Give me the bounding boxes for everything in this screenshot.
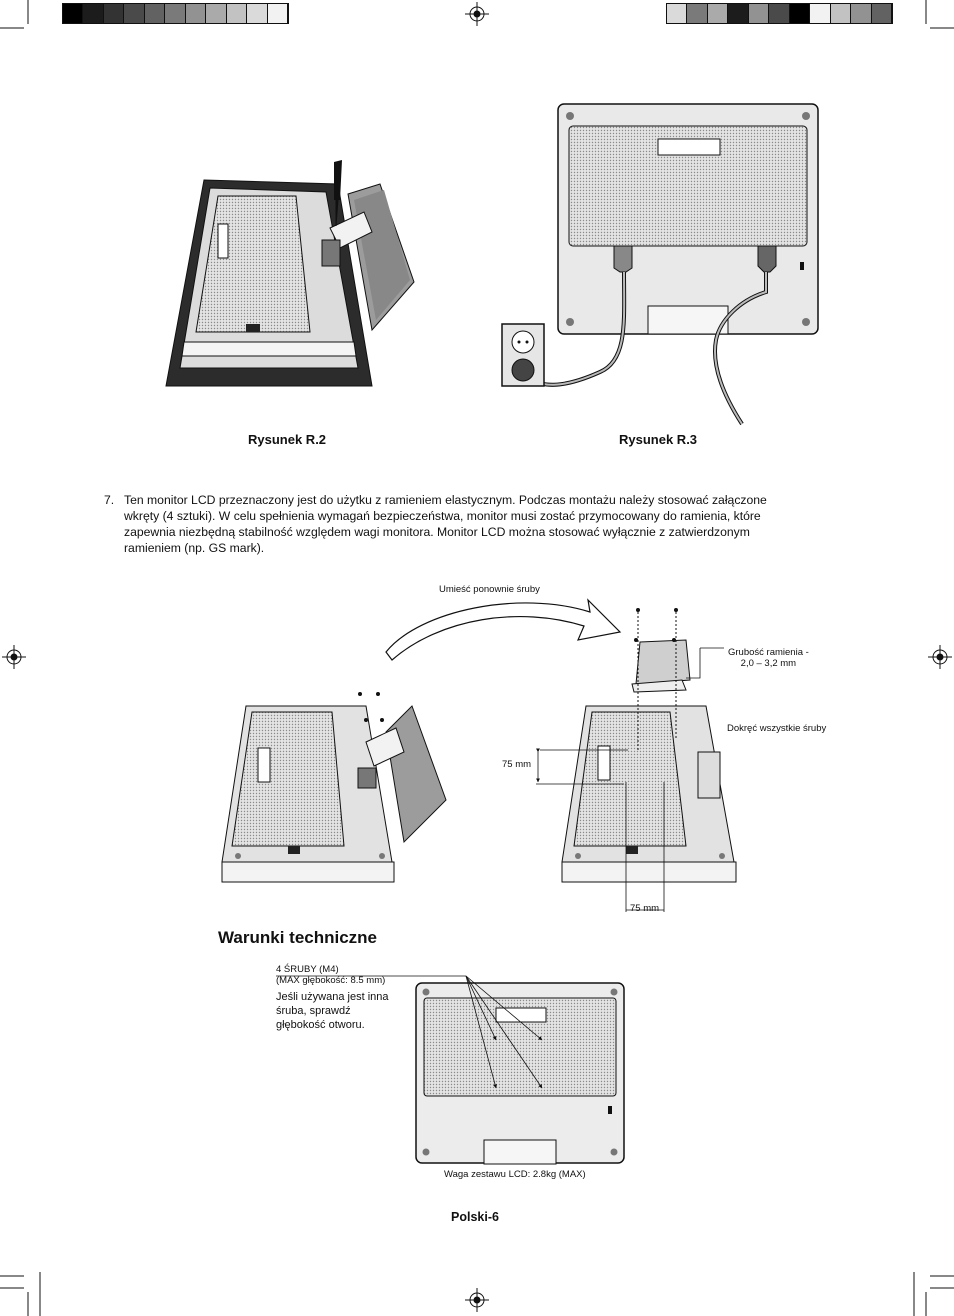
- calibration-swatch: [206, 4, 227, 23]
- screws-spec-label: 4 ŚRUBY (M4) (MAX głębokość: 8.5 mm): [276, 964, 385, 986]
- arm-thickness-line-2: 2,0 – 3,2 mm: [740, 658, 797, 669]
- calibration-swatch: [185, 4, 207, 23]
- figure-r3-illustration: [501, 103, 819, 426]
- calibration-swatch: [830, 4, 852, 23]
- screws-line-1: 4 ŚRUBY (M4): [276, 964, 339, 975]
- step-7-text: Ten monitor LCD przeznaczony jest do uży…: [124, 492, 844, 556]
- step-7-number: 7.: [104, 493, 115, 507]
- arm-thickness-label: Grubość ramienia - 2,0 – 3,2 mm: [728, 647, 809, 669]
- figure-r2-caption: Rysunek R.2: [248, 432, 327, 447]
- arm-thickness-line-1: Grubość ramienia -: [728, 647, 809, 658]
- step-7-line: Ten monitor LCD przeznaczony jest do uży…: [124, 493, 767, 507]
- vesa-spec-illustration: [276, 975, 625, 1165]
- registration-target-bottom: [465, 1288, 489, 1312]
- calibration-swatch: [871, 4, 892, 23]
- screw-note-line: Jeśli używana jest inna: [276, 991, 389, 1003]
- specs-heading: Warunki techniczne: [218, 928, 378, 947]
- calibration-swatch: [789, 4, 811, 23]
- calibration-swatch: [769, 4, 790, 23]
- step-7-line: ramieniem (np. GS mark).: [124, 541, 265, 555]
- calibration-swatch: [63, 4, 84, 23]
- calibration-swatch: [103, 4, 125, 23]
- page-number: Polski-6: [451, 1210, 499, 1224]
- figure-r3-caption: Rysunek R.3: [619, 432, 698, 447]
- calibration-swatch: [728, 4, 749, 23]
- calibration-swatch: [667, 4, 688, 23]
- calibration-swatch: [144, 4, 166, 23]
- calibration-swatch: [226, 4, 248, 23]
- figure-r2-illustration: [165, 160, 415, 387]
- calibration-swatch: [748, 4, 770, 23]
- registration-target-right: [928, 645, 952, 669]
- calibration-swatch: [247, 4, 268, 23]
- dimension-vertical-label: 75 mm: [502, 759, 532, 770]
- screw-note-line: śruba, sprawdź: [276, 1005, 351, 1017]
- step-7-line: wkręty (4 sztuki). W celu spełnienia wym…: [124, 509, 761, 523]
- arm-mount-illustration: [221, 598, 737, 912]
- calibration-bar-right: [666, 3, 893, 24]
- registration-target-left: [2, 645, 26, 669]
- calibration-swatch: [124, 4, 145, 23]
- calibration-bar-left: [62, 3, 289, 24]
- weight-label: Waga zestawu LCD: 2.8kg (MAX): [444, 1169, 586, 1180]
- calibration-swatch: [810, 4, 831, 23]
- reattach-screws-label: Umieść ponownie śruby: [439, 584, 540, 595]
- calibration-swatch: [687, 4, 708, 23]
- screws-line-2: (MAX głębokość: 8.5 mm): [276, 975, 386, 986]
- tighten-screws-label: Dokręć wszystkie śruby: [727, 723, 827, 734]
- screw-note-line: głębokość otworu.: [276, 1019, 365, 1031]
- step-7-line: zapewnia niezbędną stabilność względem w…: [124, 525, 750, 539]
- registration-target-top: [465, 2, 489, 26]
- calibration-swatch: [267, 4, 288, 23]
- calibration-swatch: [707, 4, 729, 23]
- dimension-horizontal-label: 75 mm: [630, 903, 660, 914]
- calibration-swatch: [851, 4, 872, 23]
- screw-note: Jeśli używana jest inna śruba, sprawdź g…: [276, 990, 389, 1032]
- calibration-swatch: [165, 4, 186, 23]
- calibration-swatch: [83, 4, 104, 23]
